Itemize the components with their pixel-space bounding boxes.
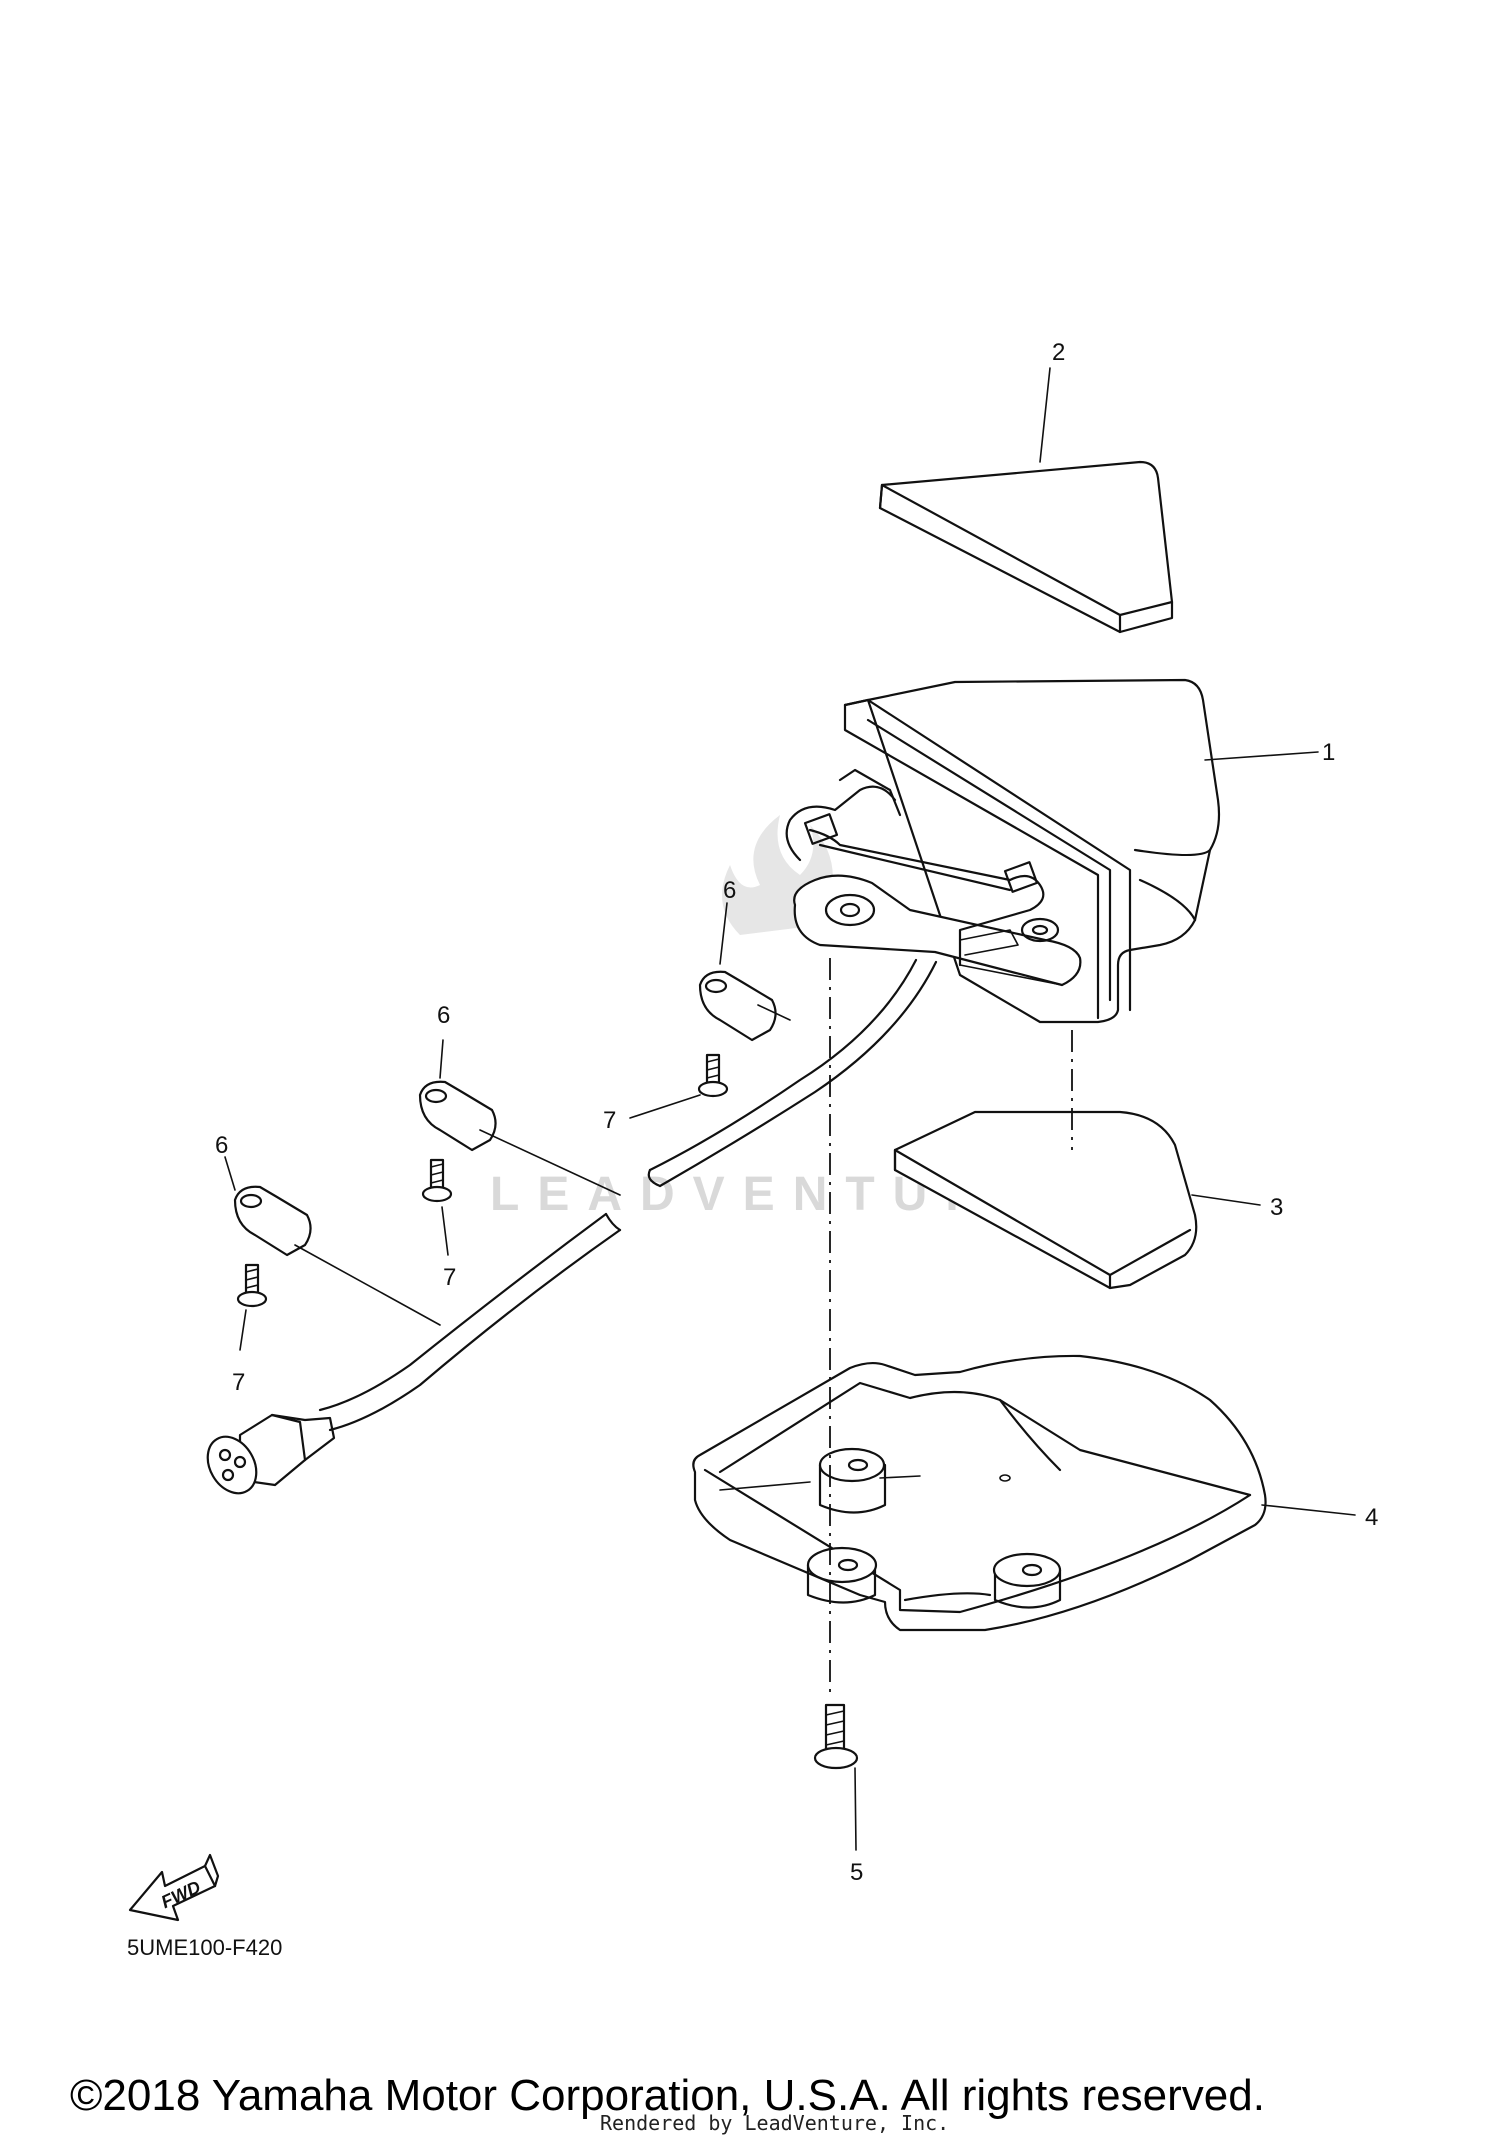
- part-5-screw: [813, 1703, 859, 1770]
- callout-5: 5: [850, 1859, 863, 1886]
- diagram-code: 5UME100-F420: [127, 1935, 282, 1960]
- part-7-screw-a: [697, 1053, 729, 1098]
- fwd-arrow-icon: FWD: [128, 1853, 220, 1922]
- callout-7b: 7: [443, 1264, 456, 1291]
- callout-3: 3: [1270, 1194, 1283, 1221]
- callout-6a: 6: [723, 877, 736, 904]
- callout-6b: 6: [437, 1002, 450, 1029]
- part-6-clamp-a: [698, 970, 777, 1042]
- callout-7a: 7: [603, 1107, 616, 1134]
- wire-harness: [206, 958, 938, 1495]
- leader-lines: [224, 367, 1356, 1851]
- part-7-screw-b: [421, 1158, 453, 1203]
- part-3-gasket: [893, 1110, 1198, 1290]
- part-1-taillight: [785, 678, 1221, 1024]
- callout-2: 2: [1052, 339, 1065, 366]
- callouts: 2 1 3 4 5 6 6 6 7 7 7: [215, 339, 1378, 1886]
- part-6-clamp-b: [418, 1080, 497, 1152]
- callout-4: 4: [1365, 1504, 1378, 1531]
- callout-7c: 7: [232, 1369, 245, 1396]
- part-6-clamp-c: [233, 1185, 312, 1257]
- rendered-by-text: Rendered by LeadVenture, Inc.: [600, 2111, 949, 2135]
- callout-6c: 6: [215, 1132, 228, 1159]
- part-7-screw-c: [236, 1263, 268, 1308]
- part-4-base: [692, 1354, 1267, 1632]
- copyright-text: ©2018 Yamaha Motor Corporation, U.S.A. A…: [70, 2071, 1265, 2120]
- part-2-gasket: [878, 460, 1174, 634]
- callout-1: 1: [1322, 739, 1335, 766]
- centerlines: [829, 958, 1073, 1695]
